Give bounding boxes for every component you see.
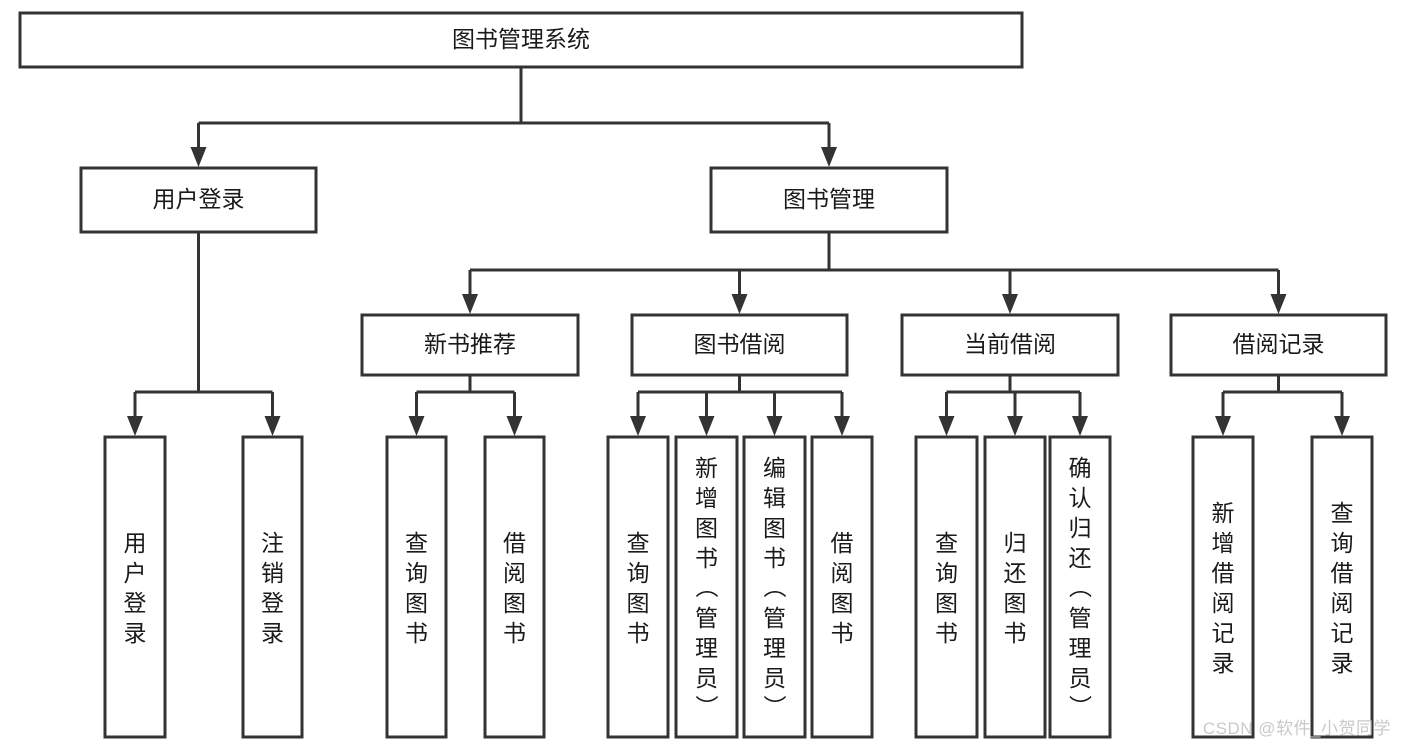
node-label: 查询图书 <box>405 530 428 646</box>
node-label: 新增图书︵管理员︶ <box>695 455 719 721</box>
node-leaf7[interactable]: 编辑图书︵管理员︶ <box>742 435 807 739</box>
node-box[interactable] <box>385 435 448 739</box>
arrow-head-icon <box>408 416 425 436</box>
arrow-head-icon <box>127 416 143 436</box>
node-label: 借阅记录 <box>1233 331 1325 357</box>
arrow-head-icon <box>190 147 207 167</box>
arrow-head-icon <box>1007 416 1023 436</box>
node-box[interactable] <box>630 313 849 377</box>
node-label: 注销登录 <box>261 530 284 646</box>
node-label: 借阅图书 <box>831 530 854 646</box>
node-leaf5[interactable]: 查询图书 <box>606 435 670 739</box>
node-box[interactable] <box>914 435 979 739</box>
node-leaf8[interactable]: 借阅图书 <box>810 435 874 739</box>
arrow-head-icon <box>264 416 281 436</box>
node-borrow[interactable]: 图书借阅 <box>630 313 849 377</box>
arrow-head-icon <box>1215 416 1231 436</box>
node-label: 用户登录 <box>153 186 245 212</box>
node-box[interactable] <box>18 11 1024 69</box>
node-label: 用户登录 <box>124 530 147 646</box>
node-root[interactable]: 图书管理系统 <box>18 11 1024 69</box>
node-label: 借阅图书 <box>503 530 526 646</box>
node-label: 编辑图书︵管理员︶ <box>763 455 787 721</box>
node-box[interactable] <box>674 435 739 739</box>
arrow-head-icon <box>1270 294 1287 314</box>
node-newbook[interactable]: 新书推荐 <box>360 313 580 377</box>
arrow-head-icon <box>766 416 783 436</box>
node-leaf13[interactable]: 查询借阅记录 <box>1310 435 1374 739</box>
node-box[interactable] <box>1169 313 1388 377</box>
node-box[interactable] <box>1191 435 1255 739</box>
nodes-layer: 图书管理系统用户登录图书管理新书推荐图书借阅当前借阅借阅记录用户登录注销登录查询… <box>18 11 1388 739</box>
node-box[interactable] <box>709 166 949 234</box>
node-box[interactable] <box>79 166 318 234</box>
arrow-head-icon <box>938 416 955 436</box>
node-box[interactable] <box>742 435 807 739</box>
node-label: 确认归还︵管理员︶ <box>1069 455 1093 721</box>
arrow-head-icon <box>1002 294 1018 314</box>
node-records[interactable]: 借阅记录 <box>1169 313 1388 377</box>
node-label: 图书借阅 <box>694 331 786 357</box>
arrow-head-icon <box>1072 416 1088 436</box>
node-leaf11[interactable]: 确认归还︵管理员︶ <box>1048 435 1112 739</box>
node-leaf2[interactable]: 注销登录 <box>241 435 304 739</box>
node-leaf6[interactable]: 新增图书︵管理员︶ <box>674 435 739 739</box>
arrow-head-icon <box>1334 416 1350 436</box>
node-box[interactable] <box>241 435 304 739</box>
node-leaf10[interactable]: 归还图书 <box>983 435 1047 739</box>
node-current[interactable]: 当前借阅 <box>900 313 1120 377</box>
node-leaf3[interactable]: 查询图书 <box>385 435 448 739</box>
node-label: 归还图书 <box>1004 530 1027 646</box>
node-label: 当前借阅 <box>964 331 1056 357</box>
node-leaf9[interactable]: 查询图书 <box>914 435 979 739</box>
node-label: 新增借阅记录 <box>1212 500 1235 676</box>
node-leaf1[interactable]: 用户登录 <box>103 435 167 739</box>
node-box[interactable] <box>983 435 1047 739</box>
node-box[interactable] <box>1048 435 1112 739</box>
arrow-head-icon <box>698 416 715 436</box>
arrow-head-icon <box>462 294 478 314</box>
node-bookmgmt[interactable]: 图书管理 <box>709 166 949 234</box>
node-leaf12[interactable]: 新增借阅记录 <box>1191 435 1255 739</box>
node-box[interactable] <box>900 313 1120 377</box>
node-label: 查询图书 <box>935 530 958 646</box>
node-box[interactable] <box>103 435 167 739</box>
node-label: 图书管理 <box>783 186 875 212</box>
arrow-head-icon <box>731 294 748 314</box>
node-login[interactable]: 用户登录 <box>79 166 318 234</box>
node-label: 新书推荐 <box>424 331 516 357</box>
edges-layer <box>127 67 1350 436</box>
arrow-head-icon <box>821 147 837 167</box>
arrow-head-icon <box>506 416 523 436</box>
arrow-head-icon <box>834 416 850 436</box>
node-box[interactable] <box>483 435 546 739</box>
node-label: 图书管理系统 <box>452 26 590 52</box>
node-label: 查询图书 <box>627 530 650 646</box>
node-box[interactable] <box>606 435 670 739</box>
node-leaf4[interactable]: 借阅图书 <box>483 435 546 739</box>
node-label: 查询借阅记录 <box>1331 500 1354 676</box>
node-box[interactable] <box>810 435 874 739</box>
node-box[interactable] <box>1310 435 1374 739</box>
node-box[interactable] <box>360 313 580 377</box>
arrow-head-icon <box>630 416 646 436</box>
